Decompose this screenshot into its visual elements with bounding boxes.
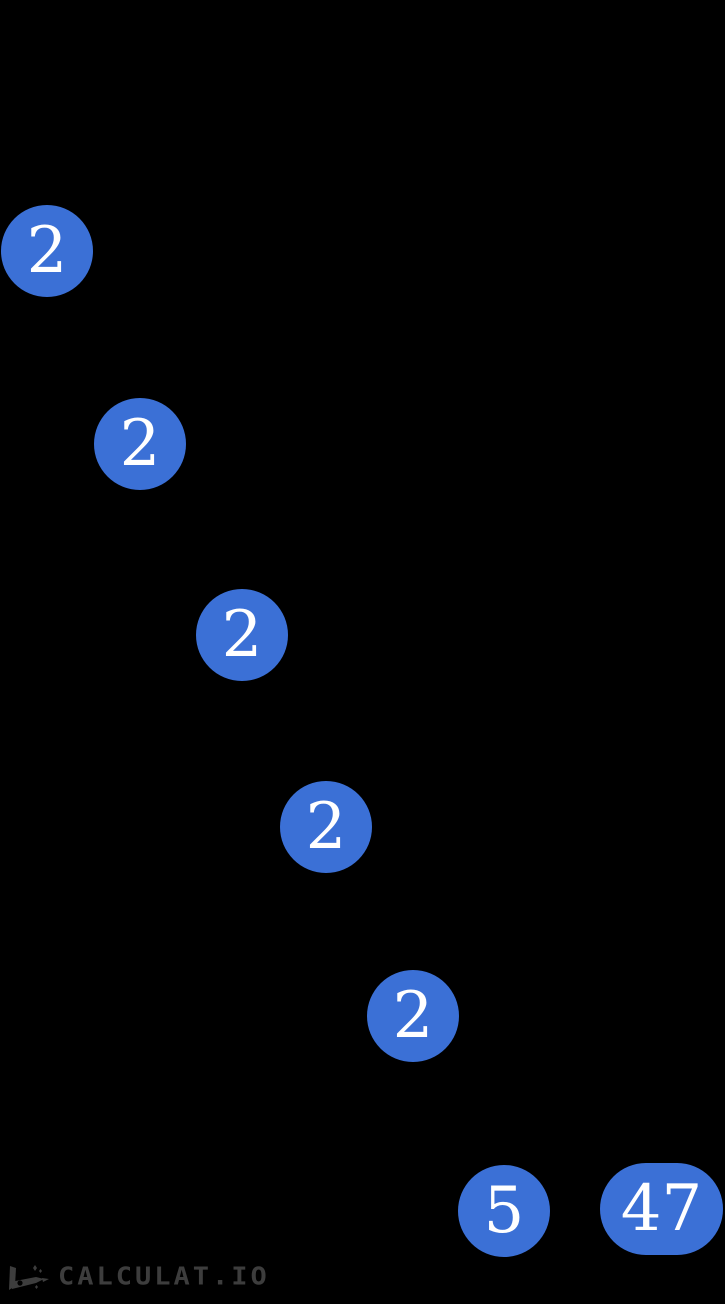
factor-node-value: 2 <box>392 979 434 1053</box>
factor-node-value: 5 <box>483 1174 525 1248</box>
factor-node-value: 2 <box>119 407 161 481</box>
factor-node-value: 2 <box>305 790 347 864</box>
factor-node: 5 <box>458 1165 550 1257</box>
factor-node-value: 47 <box>620 1172 703 1246</box>
rocket-icon <box>9 1265 49 1290</box>
factor-node: 2 <box>196 589 288 681</box>
factor-node-value: 2 <box>221 598 263 672</box>
factor-node: 2 <box>280 781 372 873</box>
factor-node: 47 <box>600 1163 723 1255</box>
factor-node: 2 <box>94 398 186 490</box>
factor-node-value: 2 <box>26 214 68 288</box>
factor-node: 2 <box>367 970 459 1062</box>
factor-node: 2 <box>1 205 93 297</box>
calculatio-watermark: CALCULAT.IO <box>6 1256 270 1296</box>
watermark-text: CALCULAT.IO <box>58 1261 270 1291</box>
